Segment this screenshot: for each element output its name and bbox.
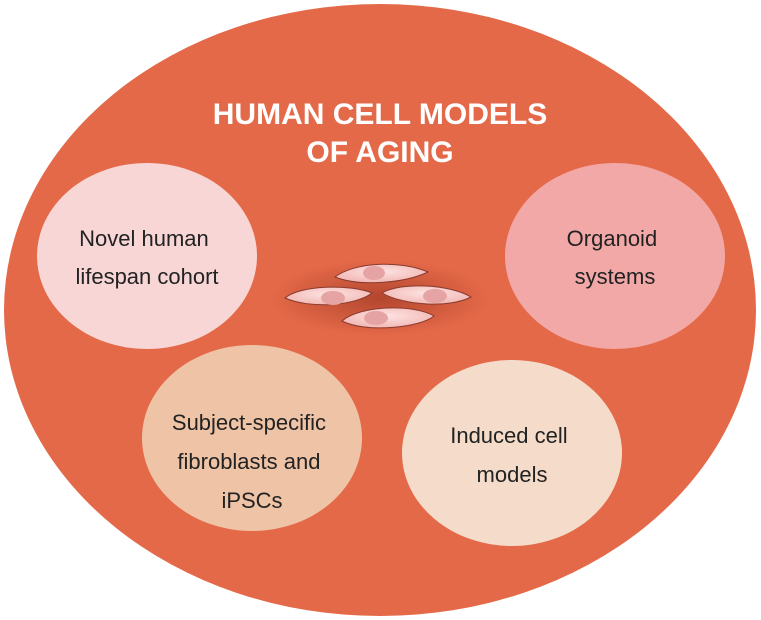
- node-label: models: [477, 462, 548, 487]
- node-label: Subject-specific: [172, 410, 326, 435]
- node-fibroblasts-ipscs: Subject-specific fibroblasts and iPSCs: [142, 345, 362, 531]
- title-line-1: HUMAN CELL MODELS: [213, 98, 547, 131]
- node-induced-cell-models: Induced cell models: [402, 360, 622, 546]
- cell: [284, 286, 373, 306]
- node-lifespan-cohort: Novel human lifespan cohort: [37, 163, 257, 349]
- cell: [341, 307, 435, 329]
- node-circle: [37, 163, 257, 349]
- node-label: systems: [575, 264, 656, 289]
- svg-text:Subject-specific fibrobl: Subject-specific fibroblasts and iPSCs: [172, 410, 332, 513]
- node-circle: [402, 360, 622, 546]
- node-circle: [505, 163, 725, 349]
- node-label: Organoid: [567, 226, 658, 251]
- cells-illustration-icon: [270, 260, 490, 336]
- node-label: Novel human: [79, 226, 209, 251]
- node-label: lifespan cohort: [75, 264, 218, 289]
- cell: [381, 285, 473, 305]
- svg-text:Induced cell models: Induced cell models: [450, 423, 574, 487]
- svg-text:Organoid systems: Organoid systems: [567, 226, 664, 289]
- node-label: iPSCs: [221, 488, 282, 513]
- node-organoid-systems: Organoid systems: [505, 163, 725, 349]
- svg-text:Novel human lifespan coh: Novel human lifespan cohort: [75, 226, 218, 289]
- cell: [333, 263, 430, 284]
- node-label: Induced cell: [450, 423, 567, 448]
- node-label: fibroblasts and: [177, 449, 320, 474]
- node-circle: [142, 345, 362, 531]
- title-line-2: OF AGING: [306, 136, 453, 169]
